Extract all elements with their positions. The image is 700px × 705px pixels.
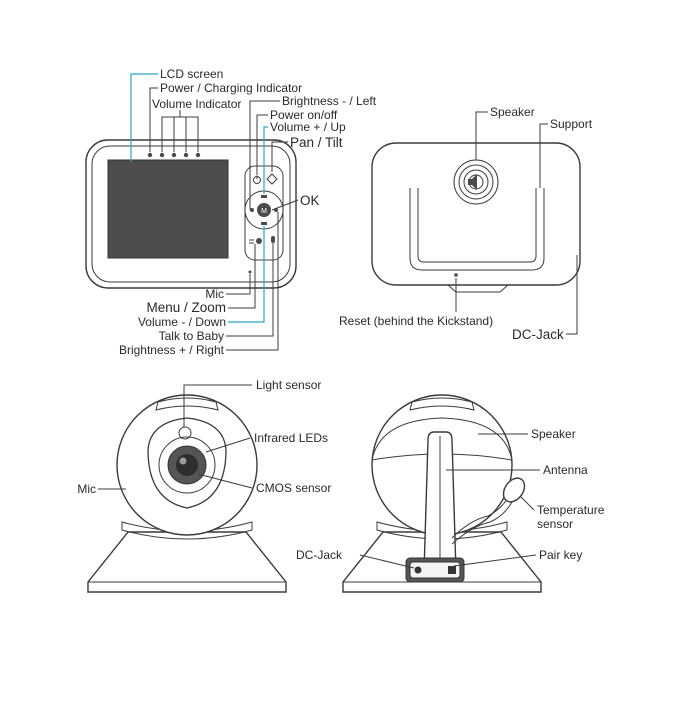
label-temperature-sensor-1: Temperature xyxy=(537,503,605,517)
monitor-front: M xyxy=(85,67,377,357)
light-sensor xyxy=(178,426,192,440)
pan-tilt-icon[interactable] xyxy=(266,173,278,185)
label-mic: Mic xyxy=(205,287,224,301)
label-volume-up: Volume + / Up xyxy=(270,120,346,134)
label-brightness-right: Brightness + / Right xyxy=(119,343,225,357)
label-pair-key: Pair key xyxy=(539,548,582,562)
reset-hole[interactable] xyxy=(454,273,458,277)
label-brightness-left: Brightness - / Left xyxy=(282,94,377,108)
monitor-back-base xyxy=(447,284,509,293)
monitor-front-inner-rim xyxy=(91,145,291,283)
ok-button[interactable] xyxy=(257,203,271,217)
label-speaker-camera: Speaker xyxy=(531,427,576,441)
ok-button-glyph: M xyxy=(261,208,267,215)
label-lcd-screen: LCD screen xyxy=(160,67,223,81)
mic-hole xyxy=(248,270,252,274)
volume-indicator-dot xyxy=(159,152,165,158)
label-antenna: Antenna xyxy=(543,463,588,477)
label-infrared-leds: Infrared LEDs xyxy=(254,431,328,445)
speaker-icon xyxy=(468,174,477,190)
label-volume-down: Volume - / Down xyxy=(138,315,226,329)
monitor-back-body xyxy=(371,142,581,286)
label-mic-camera: Mic xyxy=(77,482,96,496)
label-cmos-sensor: CMOS sensor xyxy=(256,481,331,495)
label-power-charging-indicator: Power / Charging Indicator xyxy=(160,81,302,95)
label-reset: Reset (behind the Kickstand) xyxy=(339,314,493,328)
monitor-back: Speaker Support Reset (behind the Kickst… xyxy=(339,105,593,342)
label-menu-zoom: Menu / Zoom xyxy=(146,300,226,315)
label-light-sensor: Light sensor xyxy=(256,378,321,392)
infrared-leds-lens xyxy=(158,436,216,494)
kickstand xyxy=(409,188,545,271)
brightness-left-button[interactable] xyxy=(250,208,254,212)
label-support: Support xyxy=(550,117,593,131)
camera-back: Speaker Antenna Temperature sensor DC-Ja… xyxy=(296,394,605,593)
camera-front-base xyxy=(87,531,287,593)
label-power-on-off: Power on/off xyxy=(270,108,338,122)
pair-key-button[interactable] xyxy=(448,566,456,574)
label-dc-jack-camera: DC-Jack xyxy=(296,548,343,562)
volume-indicator-dot xyxy=(195,152,201,158)
volume-indicator-dot xyxy=(183,152,189,158)
volume-indicator-dot xyxy=(171,152,177,158)
volume-up-button[interactable] xyxy=(261,195,267,198)
label-volume-indicator: Volume Indicator xyxy=(152,97,241,111)
dc-jack-port[interactable] xyxy=(414,566,422,574)
label-pan-tilt: Pan / Tilt xyxy=(290,135,343,150)
temperature-sensor-cable xyxy=(451,497,509,539)
microphone-icon[interactable] xyxy=(271,236,275,247)
label-dc-jack-monitor: DC-Jack xyxy=(512,327,564,342)
label-talk-to-baby: Talk to Baby xyxy=(159,329,224,343)
label-ok: OK xyxy=(300,193,320,208)
lcd-screen-display xyxy=(107,159,229,259)
label-temperature-sensor-2: sensor xyxy=(537,517,573,531)
menu-zoom-icon[interactable] xyxy=(249,238,262,244)
power-indicator-dot xyxy=(147,152,153,158)
volume-down-button[interactable] xyxy=(261,222,267,225)
camera-front: Light sensor Infrared LEDs CMOS sensor M… xyxy=(77,378,331,593)
temperature-sensor xyxy=(502,477,526,503)
label-speaker-back: Speaker xyxy=(490,105,535,119)
